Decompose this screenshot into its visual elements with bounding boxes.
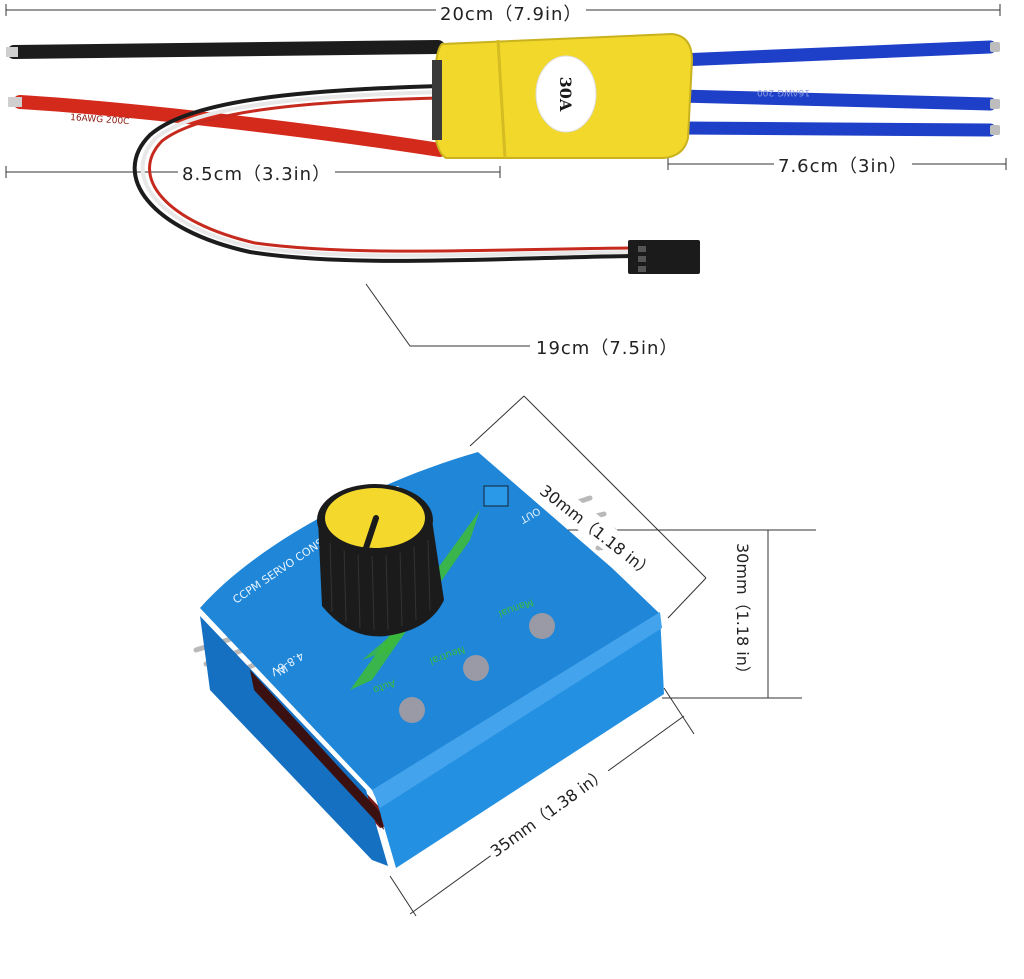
black-power-wire xyxy=(6,40,445,59)
red-wire-print: 16AWG 200C xyxy=(70,113,130,127)
tester-knob xyxy=(317,484,444,637)
tester-case xyxy=(200,452,664,868)
dim-tester-height: 30mm（1.18 in） xyxy=(732,540,756,685)
esc-rating-text: 30A xyxy=(556,77,575,112)
knob-indicator xyxy=(363,515,379,551)
esc-rating-label xyxy=(535,55,597,133)
dim-motor-leads: 7.6cm（3in） xyxy=(774,152,912,178)
led-manual xyxy=(529,613,555,639)
tester-switch xyxy=(483,485,509,507)
led-neutral xyxy=(463,655,489,681)
motor-wire-tips xyxy=(990,42,1000,135)
blue-motor-wires xyxy=(673,40,997,137)
dim-overall-length: 20cm（7.9in） xyxy=(436,0,587,26)
dim-signal-cable: 19cm（7.5in） xyxy=(532,334,683,360)
servo-connector xyxy=(628,240,700,274)
tester-in-label: IN xyxy=(275,662,290,677)
tester-leds xyxy=(399,485,555,723)
signal-cable xyxy=(132,84,632,263)
dim-input-leads: 8.5cm（3.3in） xyxy=(178,160,336,186)
led-auto xyxy=(399,697,425,723)
blue-wire-print: 16AWG 200 xyxy=(757,87,810,97)
esc-body: 30A xyxy=(432,32,694,159)
